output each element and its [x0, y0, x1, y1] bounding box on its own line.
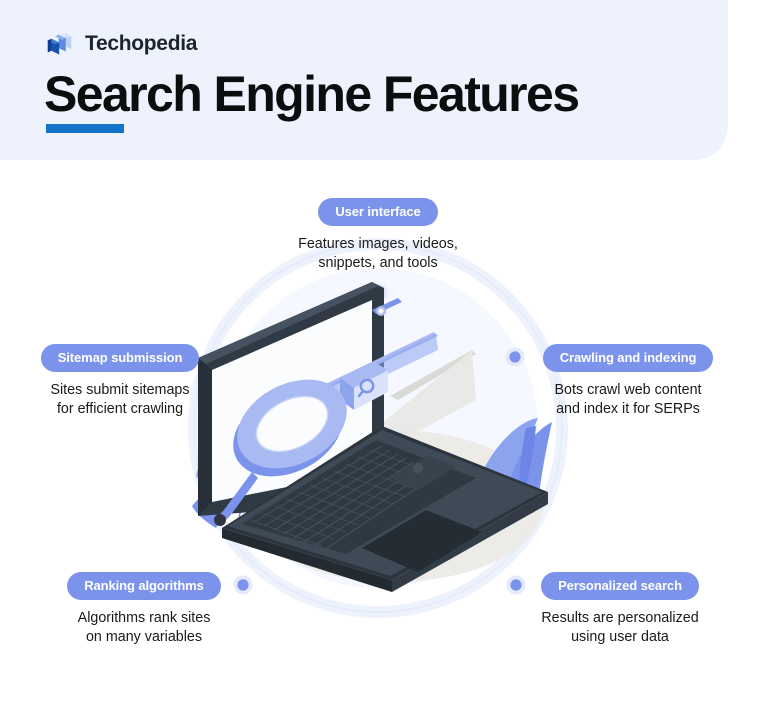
node-label-crawling-and-indexing[interactable]: Crawling and indexing	[542, 344, 714, 372]
node-sitemap-submission[interactable]: Sitemap submission Sites submit sitemaps…	[4, 344, 236, 420]
node-label-sitemap-submission[interactable]: Sitemap submission	[40, 344, 200, 372]
node-personalized-search[interactable]: Personalized search Results are personal…	[504, 572, 736, 648]
node-label-user-interface[interactable]: User interface	[318, 198, 438, 226]
slab-face	[376, 350, 476, 450]
node-crawling-and-indexing[interactable]: Crawling and indexing Bots crawl web con…	[512, 344, 744, 420]
trackpad	[362, 510, 482, 572]
brand: Techopedia	[44, 29, 197, 59]
node-description-crawling-and-indexing: Bots crawl web content and index it for …	[554, 382, 702, 418]
magnifying-glass	[214, 379, 347, 526]
techopedia-logo-icon	[44, 29, 74, 59]
isometric-laptop-illustration	[192, 282, 552, 592]
laptop-base	[222, 426, 548, 592]
node-user-interface[interactable]: User interface Features images, videos, …	[262, 198, 494, 274]
page-title: Search Engine Features	[44, 66, 580, 122]
keyboard	[242, 440, 476, 554]
node-label-personalized-search[interactable]: Personalized search	[541, 572, 699, 600]
slab-edge	[390, 350, 476, 400]
node-label-ranking-algorithms[interactable]: Ranking algorithms	[67, 572, 221, 600]
header-panel: Techopedia Search Engine Features	[0, 0, 728, 160]
node-description-ranking-algorithms: Algorithms rank sites on many variables	[77, 610, 211, 646]
node-description-user-interface: Features images, videos, snippets, and t…	[298, 236, 458, 272]
orbit-dot-left-lower	[233, 575, 253, 595]
node-description-personalized-search: Results are personalized using user data	[541, 610, 699, 646]
brand-name: Techopedia	[85, 32, 198, 55]
title-accent-bar	[46, 124, 124, 133]
magnifier-glyph	[357, 378, 375, 398]
diagram-stage: User interface Features images, videos, …	[0, 160, 768, 708]
node-description-sitemap-submission: Sites submit sitemaps for efficient craw…	[50, 382, 190, 418]
orbit-dot-right-lower	[506, 575, 526, 595]
node-ranking-algorithms[interactable]: Ranking algorithms Algorithms rank sites…	[28, 572, 260, 648]
orbit-dot-right-upper	[505, 347, 525, 367]
